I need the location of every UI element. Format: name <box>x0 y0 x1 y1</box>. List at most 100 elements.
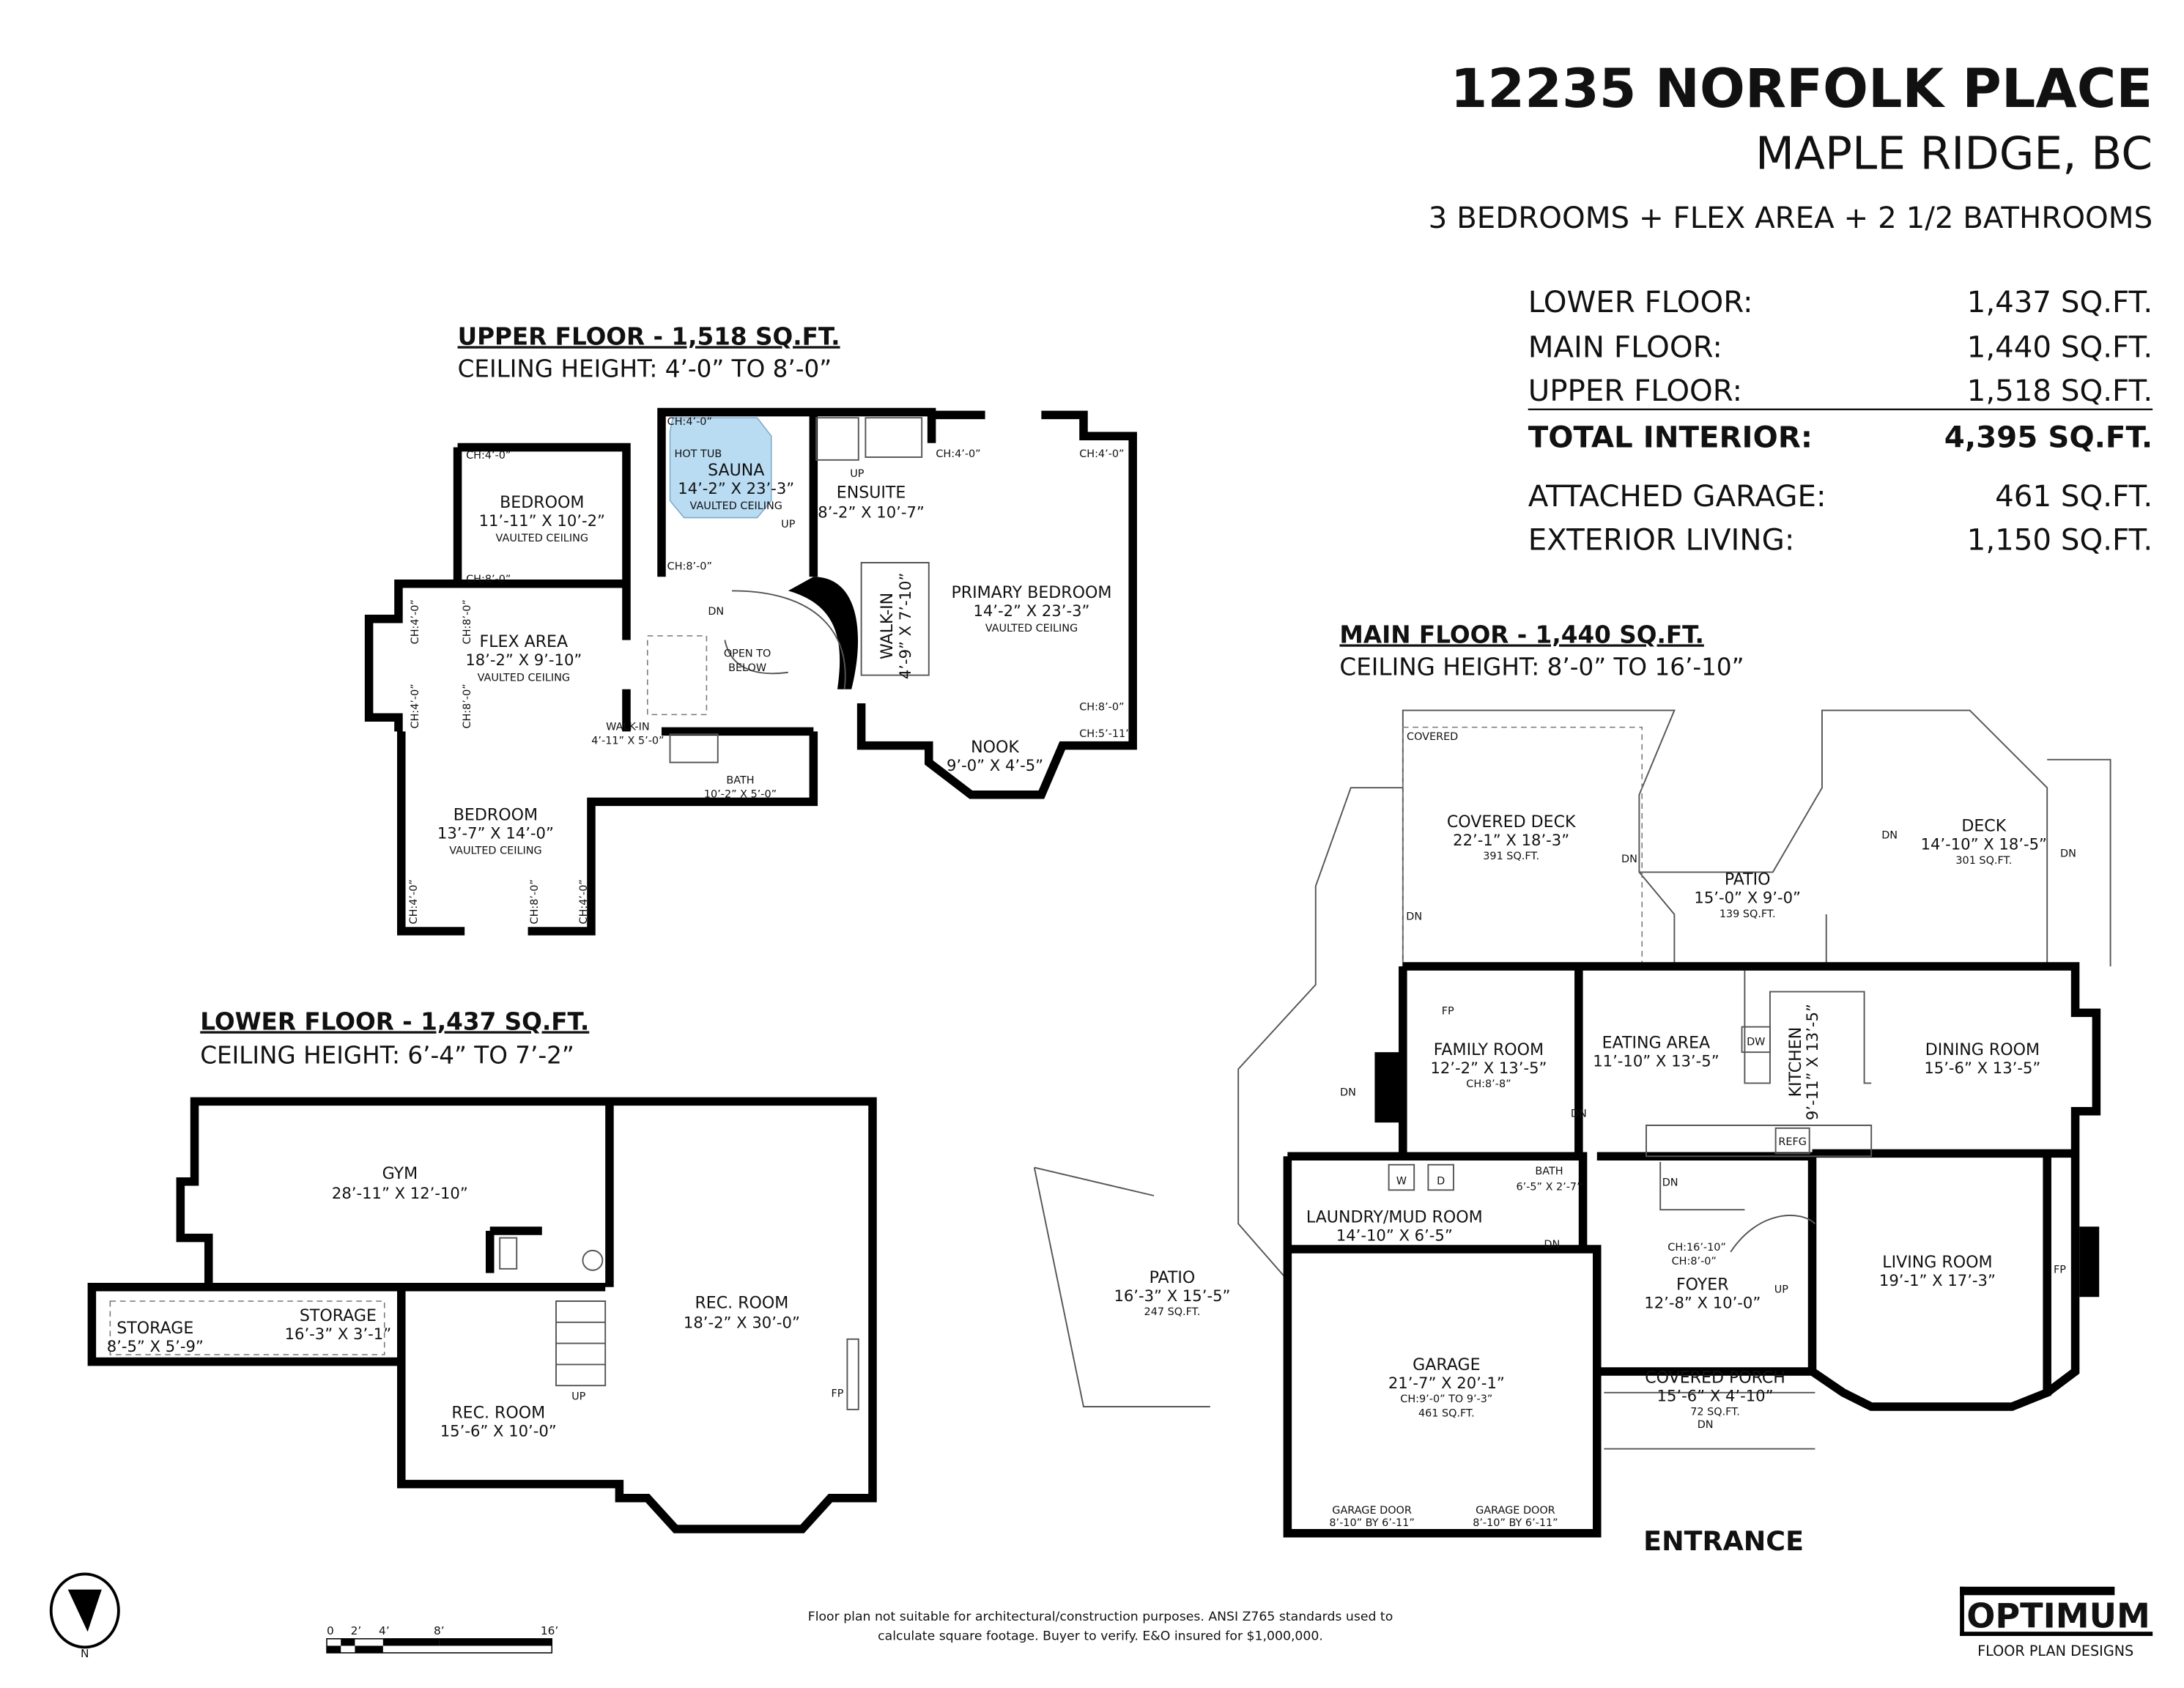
plan-label: 11’-11” X 10’-2” <box>479 511 605 530</box>
plan-label: 18’-2” X 9’-10” <box>465 651 582 669</box>
plan-label: 16’-3” X 15’-5” <box>1114 1287 1230 1305</box>
plan-label: 8’-2” X 10’-7” <box>818 503 925 522</box>
ceiling-height-label: CH:4’-0” <box>410 684 421 728</box>
entrance-label: ENTRANCE <box>1643 1525 1804 1557</box>
plan-label: 15’-6” X 4’-10” <box>1657 1386 1774 1404</box>
ceiling-height-label: CH:4’-0” <box>408 879 420 924</box>
plan-label: Floor plan not suitable for architectura… <box>808 1610 1393 1624</box>
room-walk-in: WALK-IN 4’-11” X 5’-0” <box>591 721 664 747</box>
area-label-total: TOTAL INTERIOR: <box>1528 421 1813 455</box>
plan-label: WALK-IN <box>878 593 897 659</box>
plan-label: 4’-9” X 7’-10” <box>896 573 914 680</box>
upper-floor-heading: UPPER FLOOR - 1,518 SQ.FT. <box>458 322 840 350</box>
plan-label: BATH <box>1535 1166 1563 1177</box>
fireplace-label: FP <box>2054 1265 2066 1276</box>
dishwasher-label: DW <box>1747 1037 1765 1048</box>
plan-label: COVERED PORCH <box>1645 1369 1785 1387</box>
plan-label: 4’-11” X 5’-0” <box>591 736 664 747</box>
hot-tub <box>669 417 772 519</box>
area-value: 1,440 SQ.FT. <box>1967 330 2153 365</box>
optimum-logo: OPTIMUM FLOOR PLAN DESIGNS <box>1960 1586 2153 1659</box>
plan-label: EATING AREA <box>1602 1034 1710 1052</box>
area-value: 1,437 SQ.FT. <box>1967 285 2153 319</box>
plan-label: GARAGE <box>1413 1356 1480 1374</box>
bathtub <box>865 417 923 458</box>
plan-label: BATH <box>726 774 754 786</box>
stair-up-label: UP <box>571 1391 586 1402</box>
ceiling-height-label: CH:4’-0” <box>1079 448 1124 460</box>
ceiling-height-label: CH:8’-0” <box>529 879 541 924</box>
porch-steps <box>1604 1391 1815 1450</box>
room-storage-1: STORAGE 16’-3” X 3’-1” <box>285 1307 392 1343</box>
plan-label: 21’-7” X 20’-1” <box>1388 1374 1505 1392</box>
plan-label: 14’-2” X 23’-3” <box>973 601 1089 620</box>
plan-label: REC. ROOM <box>695 1295 788 1313</box>
disclaimer: Floor plan not suitable for architectura… <box>808 1610 1393 1644</box>
area-value-total: 4,395 SQ.FT. <box>1944 421 2152 455</box>
plan-label: STORAGE <box>116 1319 193 1338</box>
north-label: N <box>81 1647 89 1660</box>
room-bedroom-2: BEDROOM 13’-7” X 14’-0” VAULTED CEILING <box>437 806 554 856</box>
room-patio-side: PATIO 16’-3” X 15’-5” 247 SQ.FT. <box>1114 1269 1230 1318</box>
curved-staircase <box>724 590 846 689</box>
fireplace-label: FP <box>831 1388 843 1400</box>
plan-label: ENSUITE <box>837 484 906 503</box>
ceiling-height-label: CH:5’-11” <box>1079 728 1130 740</box>
ceiling-height-label: CH:4’-0” <box>667 416 712 428</box>
plan-label: 8’-5” X 5’-9” <box>107 1337 204 1355</box>
plan-label: 391 SQ.FT. <box>1483 851 1539 862</box>
north-arrow: N <box>49 1572 120 1660</box>
room-laundry: LAUNDRY/MUD ROOM 14’-10” X 6’-5” <box>1306 1208 1483 1244</box>
plan-label: PATIO <box>1725 871 1771 889</box>
covered-area-outline <box>1402 726 1643 967</box>
room-patio-rear: PATIO 15’-0” X 9’-0” 139 SQ.FT. <box>1694 871 1801 920</box>
ceiling-height-label: CH:4’-0” <box>578 879 590 924</box>
plan-label: PRIMARY BEDROOM <box>951 584 1111 602</box>
plan-label: KITCHEN <box>1787 1027 1805 1097</box>
ceiling-height-label: CH:4’-0” <box>410 599 421 644</box>
plan-label: 12’-8” X 10’-0” <box>1644 1294 1761 1312</box>
scale-tick: 8’ <box>434 1624 445 1637</box>
plan-label: FLEX AREA <box>480 633 569 651</box>
kitchen-counters <box>1646 970 1873 1158</box>
area-value: 461 SQ.FT. <box>1995 479 2152 514</box>
plan-label: CH:9’-0” TO 9’-3” <box>1400 1393 1492 1405</box>
plan-label: DINING ROOM <box>1925 1041 2040 1059</box>
plan-label: NOOK <box>971 738 1019 757</box>
plan-label: STORAGE <box>300 1307 377 1325</box>
plan-label: 14’-10” X 18’-5” <box>1921 835 2047 854</box>
room-kitchen: KITCHEN 9’-11” X 13’-5” <box>1787 1004 1821 1120</box>
plan-label: 9’-11” X 13’-5” <box>1803 1004 1821 1120</box>
area-value: 1,150 SQ.FT. <box>1967 523 2153 558</box>
stair-down-label: DN <box>1406 911 1422 923</box>
shower <box>815 417 859 461</box>
washer-label: W <box>1396 1176 1407 1188</box>
plan-label: GYM <box>382 1165 418 1183</box>
area-value: 1,518 SQ.FT. <box>1967 374 2153 408</box>
plan-label: BEDROOM <box>454 806 538 824</box>
plan-label: VAULTED CEILING <box>449 845 541 856</box>
lower-floor-ceiling: CEILING HEIGHT: 6’-4” TO 7’-2” <box>200 1042 574 1070</box>
area-table: LOWER FLOOR: 1,437 SQ.FT. MAIN FLOOR: 1,… <box>1528 285 2152 557</box>
plan-label: VAULTED CEILING <box>985 623 1078 634</box>
plan-label: VAULTED CEILING <box>496 533 588 544</box>
lower-floor-heading: LOWER FLOOR - 1,437 SQ.FT. <box>200 1007 589 1035</box>
plan-label: 461 SQ.FT. <box>1418 1407 1475 1419</box>
ceiling-height-label: CH:8’-0” <box>1079 702 1124 714</box>
stair-down-label: DN <box>1881 829 1898 841</box>
utility-unit <box>499 1237 518 1270</box>
plan-label: WALK-IN <box>606 721 649 733</box>
plan-label: BELOW <box>728 662 766 674</box>
scale-tick: 0 <box>327 1624 334 1637</box>
ceiling-height-label: CH:4’-0” <box>466 450 511 462</box>
stair-up-label: UP <box>1774 1284 1789 1295</box>
scale-tick: 2’ <box>351 1624 362 1637</box>
plan-label: FLOOR PLAN DESIGNS <box>1977 1643 2133 1659</box>
exterior-decks <box>1237 709 2111 1281</box>
plan-label: CH:16’-10” <box>1667 1242 1726 1254</box>
upper-floor-ceiling: CEILING HEIGHT: 4’-0” TO 8’-0” <box>458 355 832 383</box>
scale-tick: 16’ <box>541 1624 558 1637</box>
area-label: ATTACHED GARAGE: <box>1528 479 1826 514</box>
plan-label: 15’-6” X 10’-0” <box>440 1421 557 1440</box>
foyer-staircase <box>1659 1161 1816 1253</box>
